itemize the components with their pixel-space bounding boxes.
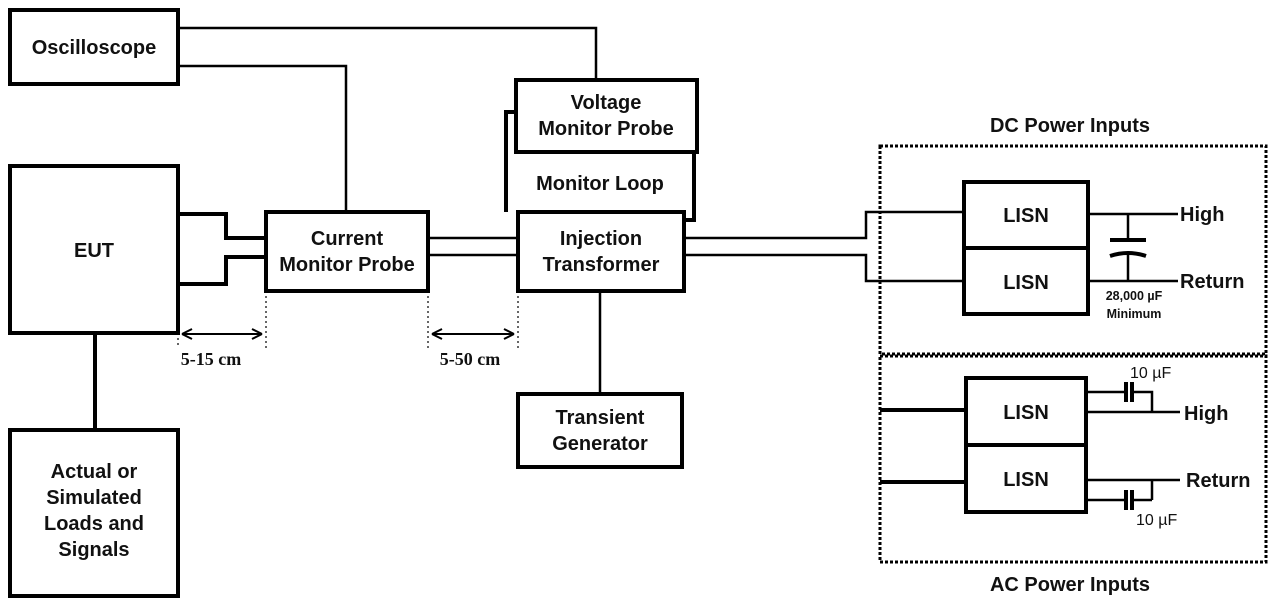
oscilloscope-box: [8, 8, 180, 86]
ac-lisn-bottom-label: LISN: [1003, 469, 1049, 491]
voltage-probe-box: [514, 78, 699, 154]
ac-high-label: High: [1184, 403, 1228, 425]
dc-lisn-bottom-box: [962, 246, 1090, 316]
ac-cap-top-value: 10 µF: [1130, 365, 1171, 382]
dim2-arrow: [431, 328, 515, 340]
eut-to-probe-line-bottom: [178, 255, 266, 286]
ac-power-region: [878, 354, 1268, 564]
ac-cap-bottom-value: 10 µF: [1136, 512, 1177, 529]
loads-label-line1: Actual or: [51, 461, 138, 483]
scope-to-voltage-probe-wire: [178, 26, 598, 80]
dc-return-label: Return: [1180, 271, 1244, 293]
ac-return-label: Return: [1186, 470, 1250, 492]
ac-return-cap-plates: [1124, 490, 1134, 510]
dim1-arrow: [181, 328, 263, 340]
ac-return-line: [1086, 478, 1180, 502]
current-probe-label-line1: Current: [311, 228, 384, 250]
transformer-to-lisn-top: [684, 210, 964, 240]
scope-to-current-probe-wire: [178, 64, 348, 212]
ac-lisn-top-label: LISN: [1003, 402, 1049, 424]
monitor-loop-label: Monitor Loop: [536, 173, 664, 195]
injection-transformer-box: [516, 210, 686, 293]
transient-generator-label-line1: Transient: [556, 407, 645, 429]
eut-label: EUT: [74, 240, 114, 262]
loads-label-line3: Loads and: [44, 513, 144, 535]
dimension-label-eut-probe: 5-15 cm: [181, 349, 241, 369]
dc-lisn-top-label: LISN: [1003, 205, 1049, 227]
loads-box: [8, 428, 180, 598]
ac-section-title: AC Power Inputs: [990, 574, 1150, 596]
dc-power-region: [878, 144, 1268, 356]
transient-generator-label-line2: Generator: [552, 433, 648, 455]
oscilloscope-label: Oscilloscope: [32, 37, 157, 59]
dc-capacitor-note: Minimum: [1107, 307, 1162, 321]
injection-transformer-label-line2: Transformer: [543, 254, 660, 276]
ac-high-line: [1086, 390, 1180, 414]
dc-section-title: DC Power Inputs: [990, 115, 1150, 137]
dc-lisn-bottom-label: LISN: [1003, 272, 1049, 294]
eut-to-probe-line-top: [178, 212, 266, 240]
injection-transformer-label-line1: Injection: [560, 228, 642, 250]
eut-box: [8, 164, 180, 335]
dc-capacitor-value: 28,000 µF: [1106, 289, 1163, 303]
voltage-probe-label-line2: Monitor Probe: [538, 118, 674, 140]
dimension-label-probe-transformer: 5-50 cm: [440, 349, 500, 369]
ac-lisn-bottom-box: [964, 443, 1088, 514]
monitor-loop-wire: [504, 110, 516, 212]
transient-generator-box: [516, 392, 684, 469]
ac-high-cap-plates: [1124, 382, 1134, 402]
current-probe-box: [264, 210, 430, 293]
loads-label-line4: Signals: [58, 539, 129, 561]
loads-label-line2: Simulated: [46, 487, 142, 509]
transformer-to-lisn-bottom: [684, 253, 964, 283]
voltage-probe-label-line1: Voltage: [571, 92, 642, 114]
dc-cap-plate-bottom: [1109, 251, 1147, 258]
current-probe-label-line2: Monitor Probe: [279, 254, 415, 276]
dc-high-label: High: [1180, 204, 1224, 226]
